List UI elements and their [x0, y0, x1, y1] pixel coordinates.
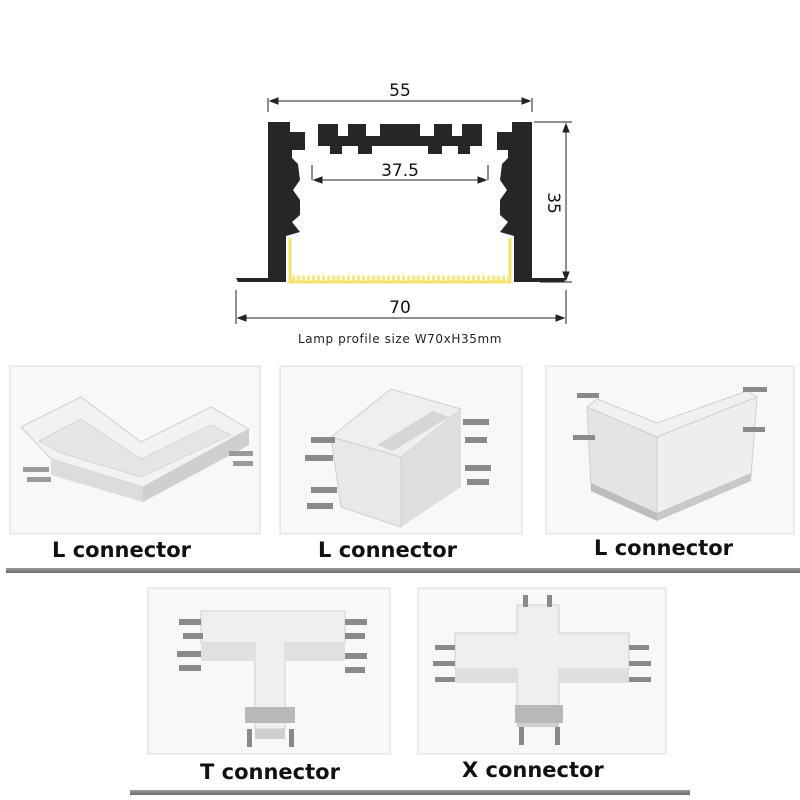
profile-cross-section-diagram: 55 37.5 35 70: [235, 81, 572, 324]
x-connector-image: [433, 595, 651, 745]
dimension-label-inner-width: 37.5: [381, 161, 419, 181]
connector-label-5: X connector: [462, 758, 604, 782]
aluminium-profile-body: [236, 122, 566, 282]
row-divider-2: [130, 790, 690, 795]
connector-label-4: T connector: [200, 760, 340, 784]
row-divider-1: [6, 568, 800, 573]
dimension-line-height: [534, 121, 572, 283]
l-connector-wall-image: [573, 387, 767, 521]
dimension-line-bottom: [235, 290, 567, 324]
connector-card-l-vertical: [280, 366, 522, 534]
connector-card-x: [418, 588, 666, 754]
connector-card-l-flat: [10, 366, 260, 534]
connector-label-1: L connector: [52, 538, 191, 562]
connector-label-3: L connector: [594, 536, 733, 560]
dimension-label-height: 35: [543, 192, 563, 214]
dimension-line-top: [267, 97, 533, 112]
profile-caption: Lamp profile size W70xH35mm: [297, 332, 503, 346]
connector-card-t: [148, 588, 390, 754]
t-connector-image: [177, 610, 367, 747]
led-strip-highlight: [288, 238, 512, 284]
connector-card-l-wall: [546, 366, 794, 534]
dimension-label-width-top: 55: [389, 81, 411, 101]
dimension-line-inner: [311, 165, 489, 184]
l-connector-flat-image: [20, 396, 253, 502]
l-connector-vertical-image: [305, 388, 491, 528]
dimension-label-width-bottom: 70: [389, 298, 411, 318]
connector-label-2: L connector: [318, 538, 457, 562]
